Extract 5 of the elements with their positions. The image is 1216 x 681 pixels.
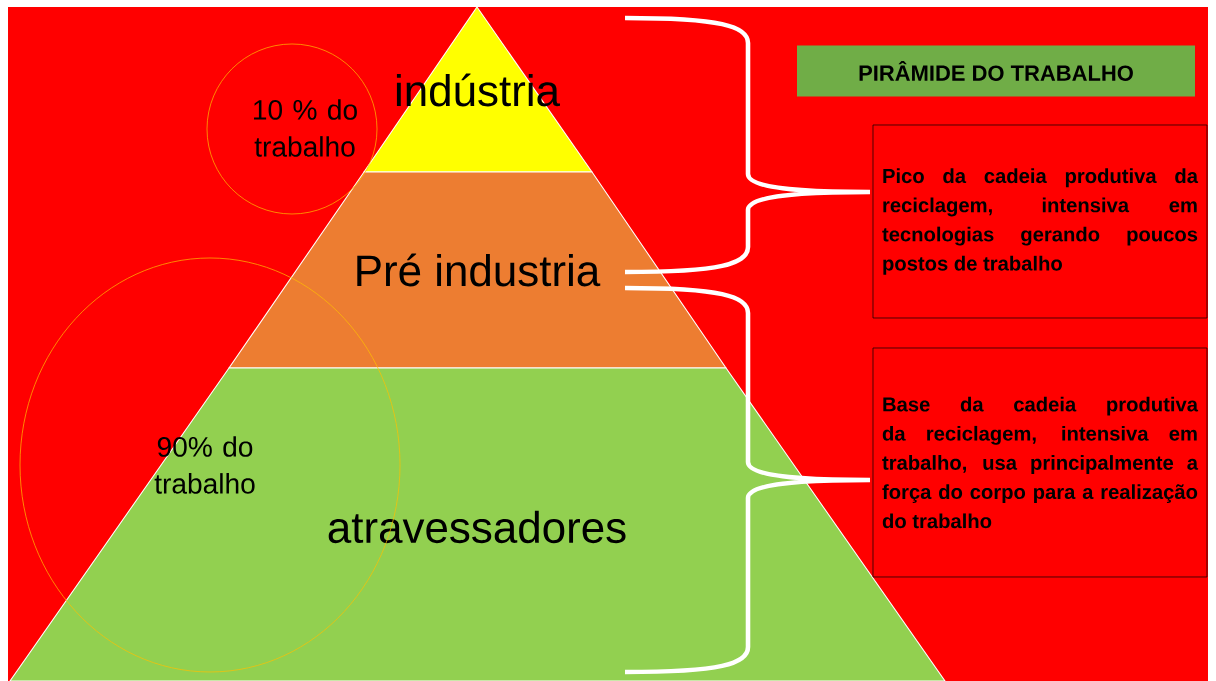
circle-label: 10 % do trabalho [206,43,378,215]
text-box: Pico da cadeia produtiva da reciclagem, intensiva em tecnologias gerando poucos postos de trabalho [872,124,1208,319]
title-banner: PIRÂMIDE DO TRABALHO [797,45,1195,97]
pyramid-tier: Pré industria [228,171,727,369]
text-box: Base da cadeia produtiva da reciclagem, intensiva em trabalho, usa principalmente a força do corpo para a realização do trabalho [872,347,1208,578]
